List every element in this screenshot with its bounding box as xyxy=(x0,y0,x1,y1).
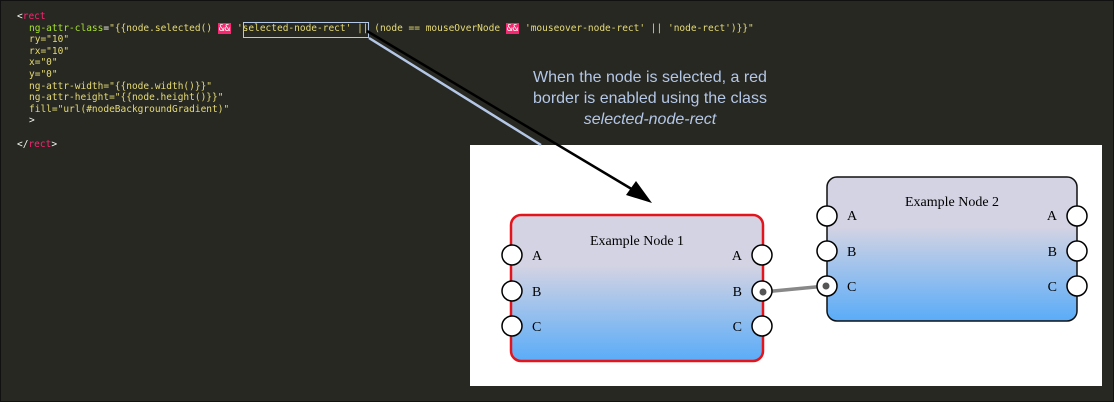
code-close-tag: rect xyxy=(28,138,52,150)
code-line-class: ng-attr-class="{{node.selected() && 'sel… xyxy=(29,22,754,34)
code-line-width: ng-attr-width="{{node.width()}}" xyxy=(29,80,213,92)
code-line-height: ng-attr-height="{{node.height()}}" xyxy=(29,92,224,104)
code-line-rx: rx="10" xyxy=(29,45,70,57)
selected-class-string: 'selected-node-rect' xyxy=(236,22,352,34)
code-line-close-bracket: > xyxy=(29,115,35,127)
annotation-text: When the node is selected, a red border … xyxy=(500,67,800,130)
code-line-y: y="0" xyxy=(29,68,58,80)
annotation-line-3: selected-node-rect xyxy=(583,111,717,128)
code-line-open: <rect xyxy=(17,11,46,22)
selected-class-highlight-box xyxy=(243,22,369,38)
annotation-line-1: When the node is selected, a red xyxy=(533,69,767,86)
code-line-fill: fill="url(#nodeBackgroundGradient)" xyxy=(29,103,230,115)
code-line-x: x="0" xyxy=(29,57,58,69)
node-canvas xyxy=(470,145,1102,386)
code-line-ry: ry="10" xyxy=(29,34,70,46)
code-line-close: </rect> xyxy=(17,138,58,150)
code-open-tag: rect xyxy=(22,11,46,22)
annotation-line-2: border is enabled using the class xyxy=(533,90,767,107)
